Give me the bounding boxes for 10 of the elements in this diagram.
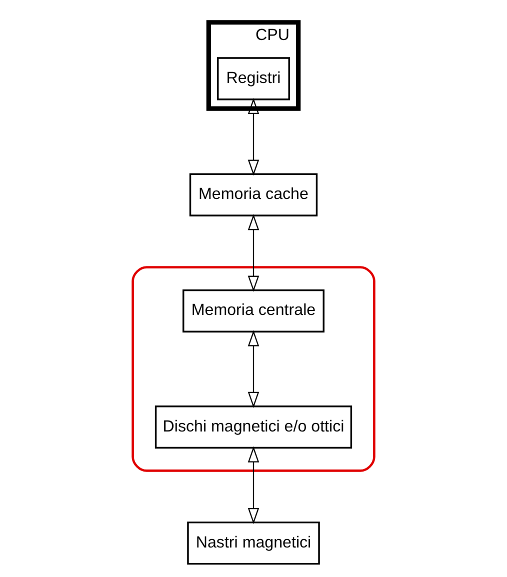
arrow <box>248 446 260 524</box>
node-box: Registri <box>217 57 290 100</box>
arrow <box>248 330 260 408</box>
node-box: Memoria centrale <box>182 289 324 332</box>
node-box: Memoria cache <box>189 173 318 216</box>
node-box: Dischi magnetici e/o ottici <box>154 405 352 449</box>
arrow <box>248 98 260 176</box>
node-box: Nastri magnetici <box>187 522 320 565</box>
arrow <box>248 214 260 292</box>
cluster <box>132 266 376 472</box>
